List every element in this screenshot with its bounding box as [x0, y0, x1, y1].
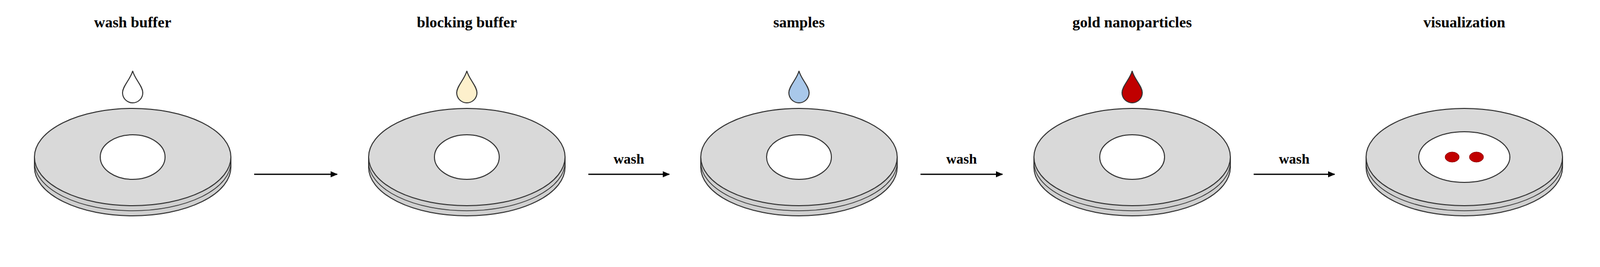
red-spot	[1469, 151, 1484, 163]
step-label: gold nanoparticles	[1032, 13, 1232, 32]
drop	[1122, 70, 1143, 103]
step-arrow	[588, 173, 670, 176]
disc-illustration	[699, 10, 899, 233]
red-spot	[1445, 151, 1460, 163]
step-label: visualization	[1365, 13, 1564, 32]
step-disc: visualization	[1365, 10, 1564, 233]
disc-hole	[1418, 131, 1510, 183]
drop	[788, 70, 810, 103]
edge-label: wash	[944, 150, 980, 168]
disc-illustration	[367, 10, 567, 233]
step-disc: samples	[699, 10, 899, 233]
step-arrow	[254, 173, 338, 176]
disc-top	[1033, 108, 1231, 206]
disc-illustration	[33, 10, 232, 233]
step-label: wash buffer	[33, 13, 232, 32]
step-arrow	[920, 173, 1003, 176]
disc-hole	[766, 134, 832, 180]
step-label: samples	[699, 13, 899, 32]
step-label: blocking buffer	[367, 13, 567, 32]
disc-hole	[434, 134, 500, 180]
disc-hole	[1099, 134, 1165, 180]
disc-top	[368, 108, 566, 206]
step-arrow	[1253, 173, 1335, 176]
drop	[122, 70, 143, 103]
disc-hole	[100, 134, 166, 180]
disc-top	[700, 108, 898, 206]
disc-illustration	[1365, 10, 1564, 233]
step-disc: gold nanoparticles	[1032, 10, 1232, 233]
step-disc: blocking buffer	[367, 10, 567, 233]
disc-top	[1366, 108, 1563, 206]
edge-label: wash	[611, 150, 647, 168]
edge-label: wash	[1276, 150, 1312, 168]
disc-top	[34, 108, 231, 206]
drop	[456, 70, 477, 103]
step-disc: wash buffer	[33, 10, 232, 233]
disc-illustration	[1032, 10, 1232, 233]
